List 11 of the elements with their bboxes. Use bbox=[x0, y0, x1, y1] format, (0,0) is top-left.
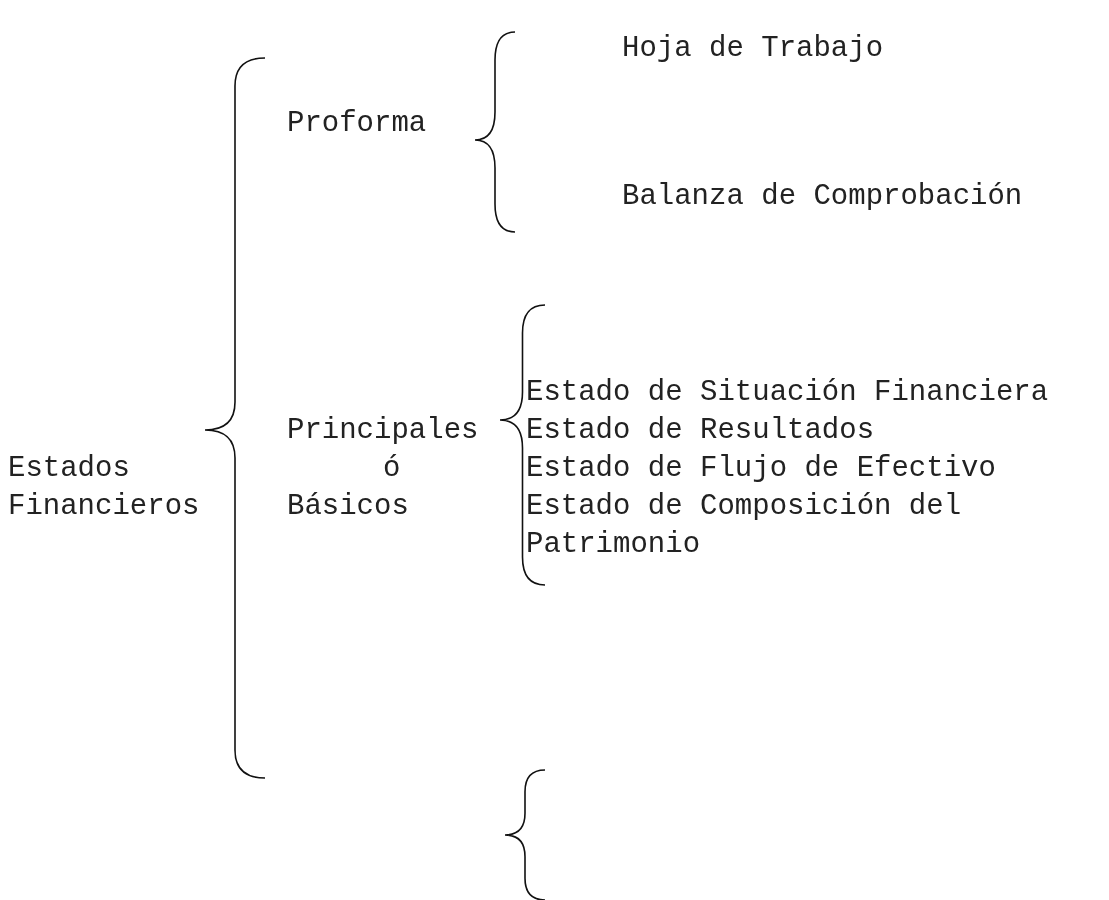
bracket-text: Estado de Resultados bbox=[526, 413, 875, 449]
bracket-text: Estado de Flujo de Efectivo bbox=[526, 451, 996, 487]
bracket-text: Estados Financieros bbox=[8, 451, 201, 525]
bracket-text: Principales bbox=[287, 413, 479, 449]
bracket-text: Básicos bbox=[287, 489, 409, 525]
bracket-text: Estado de Situación Financiera bbox=[526, 375, 1049, 411]
bracket-text: ó bbox=[383, 451, 401, 487]
bracket-text: Proforma bbox=[287, 106, 427, 142]
bracket-text: Estado de Composición del Patrimonio bbox=[526, 489, 963, 563]
bracket-text: Balanza de Comprobación bbox=[622, 179, 1023, 215]
bracket-text: Hoja de Trabajo bbox=[622, 31, 884, 67]
